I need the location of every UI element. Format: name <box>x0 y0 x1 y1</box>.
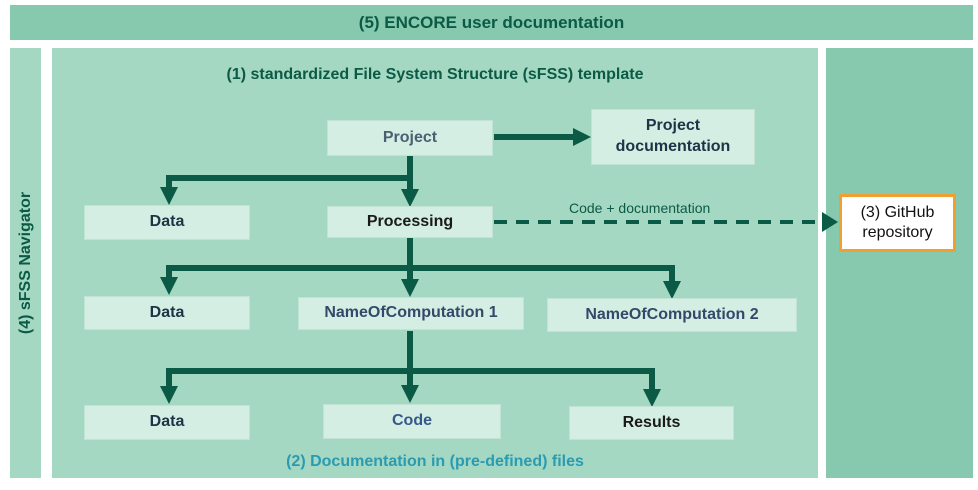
arrow-project-to-data1 <box>160 156 413 205</box>
user-documentation-label: (5) ENCORE user documentation <box>358 12 625 32</box>
node-computation-2[interactable]: NameOfComputation 2 <box>547 298 797 332</box>
sfss-template-title: (1) standardized File System Structure (… <box>226 66 644 83</box>
github-band <box>826 48 973 478</box>
node-processing[interactable]: Processing <box>327 206 493 238</box>
edge-label-code-documentation: Code + documentation <box>569 200 711 216</box>
arrow-processing-to-github-head <box>822 212 838 232</box>
node-data-3[interactable]: Data <box>84 405 250 440</box>
node-code[interactable]: Code <box>323 404 501 439</box>
node-results[interactable]: Results <box>569 406 734 440</box>
node-computation-1[interactable]: NameOfComputation 1 <box>298 297 524 330</box>
node-data-1[interactable]: Data <box>84 205 250 240</box>
user-documentation-band: (5) ENCORE user documentation <box>10 5 973 40</box>
node-project[interactable]: Project <box>327 120 493 156</box>
node-project-documentation[interactable]: Project documentation <box>591 109 755 165</box>
sfss-navigator-band: (4) sFSS Navigator <box>10 48 41 478</box>
arrow-comp1-to-results <box>410 368 661 407</box>
arrow-processing-to-comp2 <box>410 265 681 299</box>
arrow-comp1-to-data3 <box>160 331 413 404</box>
documentation-files-caption: (2) Documentation in (pre-defined) files <box>286 453 584 470</box>
github-repository[interactable]: (3) GitHub repository <box>839 194 956 252</box>
node-data-2[interactable]: Data <box>84 296 250 330</box>
arrow-processing-to-data2 <box>160 238 413 295</box>
